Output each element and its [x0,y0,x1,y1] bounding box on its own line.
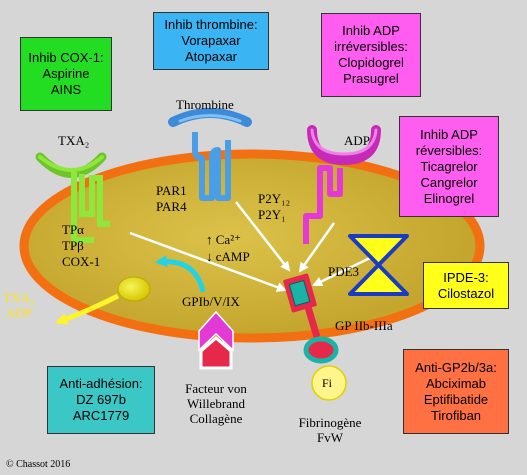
box-adp-irrev-drug-1: Clopidogrel [338,55,404,70]
pde3-icon [348,234,409,296]
box-adp-irreversible: Inhib ADP irréversibles: Clopidogrel Pra… [321,13,421,97]
box-adp-rev-title: Inhib ADP [420,126,478,142]
label-cox1: COX-1 [62,254,101,269]
box-cox1-drug-2: AINS [50,82,82,97]
box-cox1-drug-1: Aspirine [42,66,90,81]
pde-signal-arrow [312,255,373,287]
box-thrombin-title: Inhib thrombine: [164,17,258,32]
box-adp-rev-drug-1: Ticagrelor [420,158,478,174]
box-thrombin-inhibitors: Inhib thrombine: Vorapaxar Atopaxar [153,12,269,70]
box-pde3-inhibitor: IPDE-3: Cilostazol [423,262,509,309]
box-thrombin-drug-1: Vorapaxar [181,33,241,48]
label-p2y12: P2Y₁₂ [258,191,291,206]
label-par4: PAR4 [156,199,187,214]
box-adp-rev-subtitle: réversibles: [415,142,483,158]
release-arrow [55,293,120,325]
label-camp: ↓ cAMP [206,249,250,264]
box-adp-rev-drug-3: Elinogrel [423,190,475,206]
fibrinogen-molecule [311,365,347,401]
label-fibrinogen: Fibrinogène FvW [290,415,370,445]
box-gp2b3a-drug-3: Tirofiban [430,407,482,423]
label-calcium: ↑ Ca²⁺ [206,232,241,247]
label-fi: Fi [322,376,333,390]
box-adp-irrev-subtitle: irréversibles: [334,39,408,54]
box-adhesion-drug-2: ARC1779 [72,408,130,423]
box-adp-irrev-title: Inhib ADP [342,23,400,38]
box-ipde-title: IPDE-3: [443,269,489,285]
label-adp: ADP [344,133,371,148]
box-adhesion-drug-1: DZ 697b [76,392,126,407]
box-gp2b3a-title: Anti-GP2b/3a: [415,359,497,375]
par-receptor [168,108,252,201]
tp-signal-arrow [129,231,287,292]
copyright-notice: © Chassot 2016 [6,459,71,470]
label-vwf-line-1: Facteur von [185,381,247,396]
box-anti-adhesion: Anti-adhésion: DZ 697b ARC1779 [47,366,155,434]
box-adhesion-title: Anti-adhésion: [59,376,143,391]
dense-granule [117,276,151,302]
label-thrombine: Thrombine [176,97,234,112]
label-vwf-line-2: Willebrand [187,396,245,411]
label-fibrinogen-line-1: Fibrinogène [298,415,362,430]
box-gp2b3a-drug-1: Abciximab [426,375,486,391]
gpib-receptor [198,310,234,370]
label-par1: PAR1 [156,183,187,198]
box-ipde-drug: Cilostazol [437,285,495,301]
box-adp-reversible: Inhib ADP réversibles: Ticagrelor Cangre… [399,116,499,217]
label-fibrinogen-line-2: FvW [317,430,343,445]
tp-receptor [35,152,110,243]
gp2b3a-receptor [283,273,339,364]
activation-arrow [155,255,206,293]
label-tp-alpha: TPα [62,222,84,237]
label-released-adp: ADP [6,305,33,320]
p2y-receptor [303,125,381,244]
p2y-signal-arrow [298,222,336,273]
label-vwf: Facteur von Willebrand Collagène [180,381,252,426]
box-adp-irrev-drug-2: Prasugrel [343,71,399,86]
label-gp2b3a: GP IIb-IIIa [335,318,393,333]
label-txa2: TXA₂ [58,133,90,148]
label-released-txa2: TXA₂ [3,290,35,305]
par-signal-arrow [235,201,291,272]
label-pde3: PDE3 [328,264,360,279]
label-tp-beta: TPβ [62,238,84,253]
box-thrombin-drug-2: Atopaxar [184,49,238,64]
label-vwf-line-3: Collagène [189,411,243,426]
label-p2y1: P2Y₁ [258,207,286,222]
label-gpib: GPIb/V/IX [182,294,240,309]
box-gp2b3a-inhibitors: Anti-GP2b/3a: Abciximab Eptifibatide Tir… [403,349,509,434]
box-cox1-inhibitors: Inhib COX-1: Aspirine AINS [20,37,112,111]
box-adp-rev-drug-2: Cangrelor [420,174,478,190]
box-cox1-title: Inhib COX-1: [28,50,104,65]
box-gp2b3a-drug-2: Eptifibatide [423,391,489,407]
